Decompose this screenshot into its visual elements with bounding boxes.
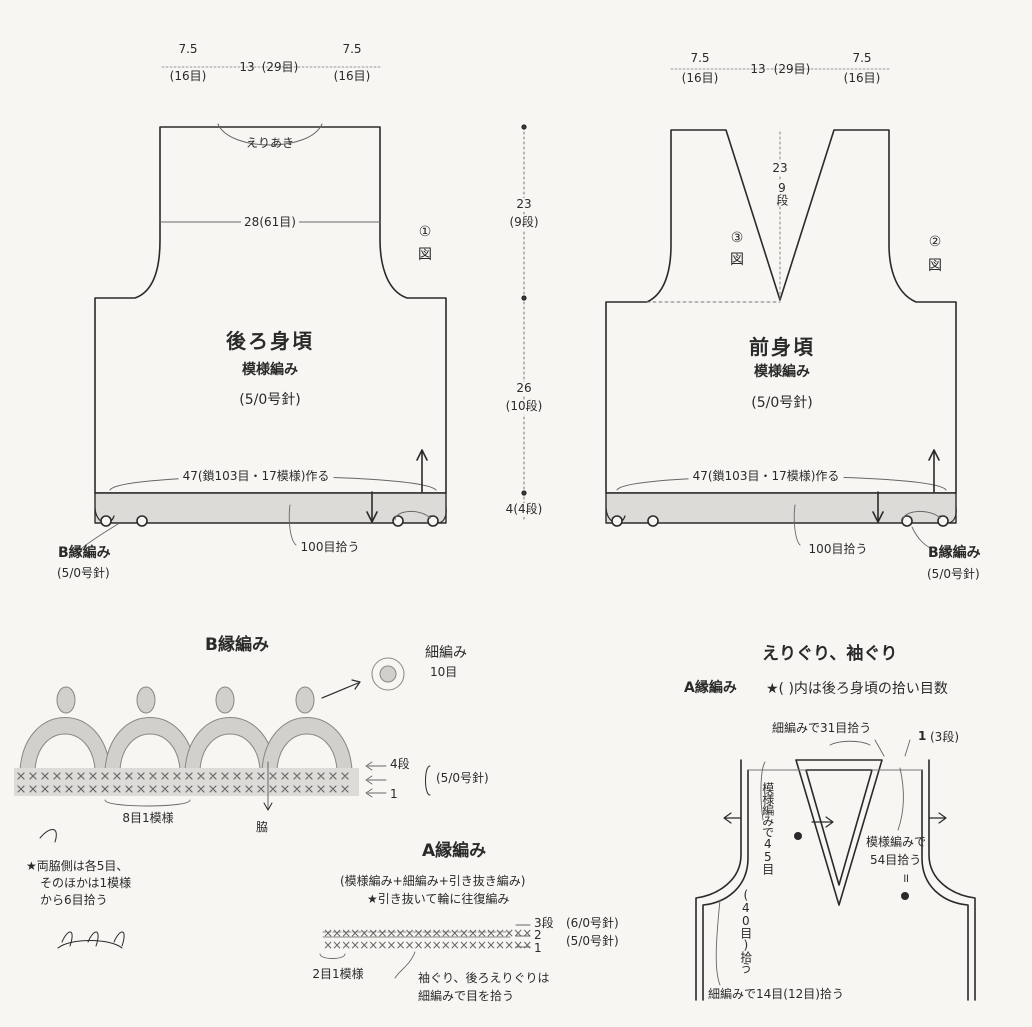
marker-2-zu: 図 (928, 258, 942, 274)
height-1-rows: (9段) (509, 215, 539, 230)
height-2: 26 (516, 381, 532, 396)
back-right-width: 7.5 (342, 42, 362, 56)
a-edge-row1: 1 (534, 941, 542, 955)
front-right-width: 7.5 (852, 51, 872, 65)
marker-1: ① (418, 224, 432, 240)
b-edge-note-3: から6目拾う (40, 893, 108, 907)
back-chain-label: 47(鎖103目・17模様)作る (178, 469, 334, 484)
front-right-stitches: (16目) (843, 71, 881, 85)
neck-top-pick: 細編みで31目拾う (772, 721, 872, 735)
back-neck-label: えりあき (245, 136, 295, 150)
height-1: 23 (516, 197, 532, 212)
front-pattern: 模様編み (754, 364, 810, 380)
b-edge-side: 脇 (255, 820, 269, 834)
marker-3-zu: 図 (730, 252, 744, 268)
a-edge-repeat: 2目1模様 (312, 967, 364, 981)
back-center-stitches: (29目) (261, 60, 299, 74)
a-edge-row12-needle: (5/0号針) (566, 934, 619, 948)
b-edge-sc-label: 細編み (425, 645, 467, 661)
height-2-rows: (10段) (505, 399, 543, 414)
back-body-outline (94, 126, 447, 494)
a-edge-note-1: 袖ぐり、後ろえりぐりは (418, 971, 550, 985)
back-center-width: 13 (239, 60, 255, 74)
height-3: 4(4段) (505, 502, 543, 517)
back-edge-band (94, 492, 447, 524)
neck-left-vert: 模様編みで45目 (760, 782, 775, 874)
front-left-width: 7.5 (690, 51, 710, 65)
a-edge-title: A縁編み (422, 841, 487, 861)
marker-1-zu: 図 (418, 247, 432, 263)
b-edge-title: B縁編み (205, 635, 269, 655)
marker-2: ② (928, 234, 942, 250)
back-left-stitches: (16目) (169, 69, 207, 83)
marker-3: ③ (730, 230, 744, 246)
neck-arm-vert: (40目)拾う (738, 888, 753, 973)
neck-armhole-diagram (695, 739, 976, 1001)
b-edge-repeat: 8目1模様 (122, 811, 174, 825)
neck-title: えりぐり、袖ぐり (762, 644, 898, 664)
b-edge-row4: 4段 (390, 757, 410, 771)
front-v-rows: 9段 (774, 181, 789, 205)
b-edge-chart (14, 686, 359, 796)
back-needle: (5/0号針) (239, 392, 301, 408)
neck-rows: 1 (918, 729, 927, 743)
a-edge-chart-stitches-2: ××××××××××××××××××××××× (323, 938, 532, 952)
b-edge-row1: 1 (390, 787, 398, 801)
front-v-depth: 23 (772, 161, 788, 176)
front-center-width: 13 (750, 62, 766, 76)
neck-subtitle-bold: A縁編み (684, 680, 737, 696)
a-edge-note-2: 細編みで目を拾う (418, 989, 515, 1003)
b-edge-note-2: そのほかは1模様 (40, 876, 132, 890)
front-body-outline (605, 129, 957, 494)
neck-right-1: 模様編みで (866, 835, 927, 849)
back-pickup: 100目拾う (300, 540, 360, 554)
back-edge-needle: (5/0号針) (57, 566, 110, 580)
a-edge-line-1: (模様編み+細編み+引き抜き編み) (340, 874, 526, 888)
back-width-label: 28(61目) (241, 215, 299, 230)
b-edge-note-1: ★両脇側は各5目、 (26, 859, 129, 873)
front-left-stitches: (16目) (681, 71, 719, 85)
neck-subtitle-rest: ★( )内は後ろ身頃の拾い目数 (766, 681, 948, 697)
front-title: 前身頃 (749, 335, 815, 359)
back-title: 後ろ身頃 (226, 329, 314, 353)
front-pickup: 100目拾う (808, 542, 868, 556)
a-edge-line-2: ★引き抜いて輪に往復編み (367, 892, 510, 906)
front-needle: (5/0号針) (751, 395, 813, 411)
back-neck-curve (217, 123, 323, 146)
neck-right-3: ॥ (902, 871, 910, 885)
b-edge-sc-count: 10目 (430, 665, 458, 679)
a-edge-row3-needle: (6/0号針) (566, 916, 619, 930)
a-edge-row2: 2 (534, 928, 542, 942)
neck-right-2: 54目拾う (870, 853, 922, 867)
front-edge-name: B縁編み (928, 545, 981, 561)
a-edge-chart-stitches: ××××××××××××××××××××××× (323, 926, 532, 940)
b-edge-needle: (5/0号針) (436, 771, 489, 785)
back-pattern: 模様編み (242, 362, 298, 378)
neck-bottom: 細編みで14目(12目)拾う (708, 987, 844, 1001)
back-right-stitches: (16目) (333, 69, 371, 83)
neck-rows-paren: (3段) (930, 730, 959, 744)
a-edge-row3: 3段 (534, 916, 554, 930)
front-center-stitches: (29目) (773, 62, 811, 76)
front-chain-label: 47(鎖103目・17模様)作る (688, 469, 844, 484)
front-edge-needle: (5/0号針) (927, 567, 980, 581)
back-left-width: 7.5 (178, 42, 198, 56)
back-edge-name: B縁編み (58, 545, 111, 561)
